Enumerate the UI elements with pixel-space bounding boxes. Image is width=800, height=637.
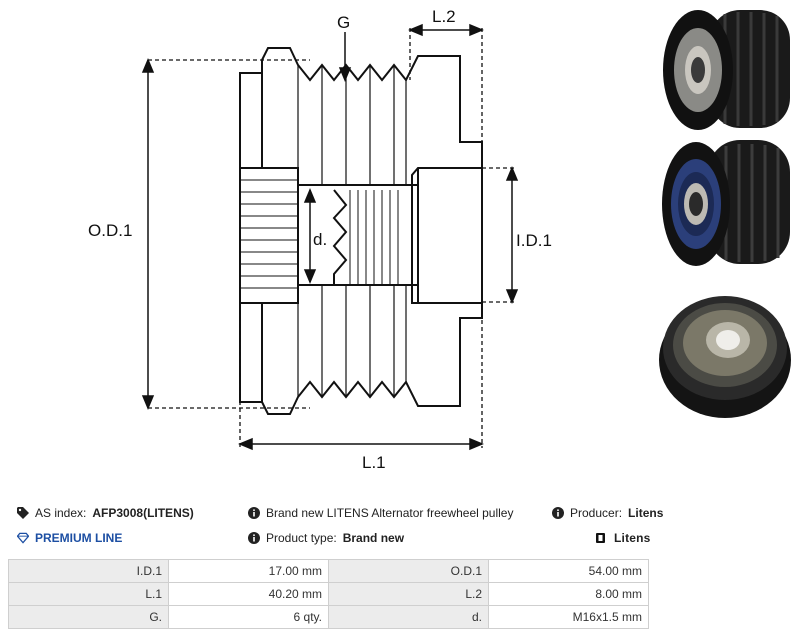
producer-row: Producer: Litens	[552, 506, 663, 520]
brand-logo-text: Litens	[614, 531, 651, 545]
as-index-label: AS index:	[35, 506, 87, 520]
info-icon	[552, 507, 564, 519]
table-row: L.1 40.20 mm L.2 8.00 mm	[8, 582, 649, 606]
label-l1: L.1	[362, 453, 386, 472]
label-g: G	[337, 13, 350, 32]
tag-icon	[17, 507, 29, 519]
label-l2: L.2	[432, 7, 456, 26]
diamond-icon	[17, 532, 29, 544]
spec-label: L.2	[328, 582, 489, 606]
litens-logo: Litens	[596, 531, 651, 545]
spec-value: 6 qty.	[168, 605, 329, 629]
spec-value: 40.20 mm	[168, 582, 329, 606]
info-icon	[248, 507, 260, 519]
product-type-value: Brand new	[342, 531, 405, 545]
product-type-label: Product type:	[266, 531, 337, 545]
technical-drawing: G L.2 O.D.1 d. I.D.1 L.1	[88, 7, 552, 472]
product-description: Brand new LITENS Alternator freewheel pu…	[266, 506, 514, 520]
spec-label: O.D.1	[328, 559, 489, 583]
table-row: I.D.1 17.00 mm O.D.1 54.00 mm	[8, 559, 649, 583]
pulley-photo-front	[663, 10, 790, 130]
spec-label: L.1	[8, 582, 169, 606]
spec-value: M16x1.5 mm	[488, 605, 649, 629]
spec-value: 8.00 mm	[488, 582, 649, 606]
info-icon	[248, 532, 260, 544]
label-d: d.	[313, 230, 327, 249]
table-row: G. 6 qty. d. M16x1.5 mm	[8, 605, 649, 629]
pulley-photo-face	[659, 296, 791, 418]
label-od1: O.D.1	[88, 221, 132, 240]
litens-mark-icon	[596, 532, 608, 544]
as-index-row: AS index: AFP3008(LITENS)	[17, 506, 194, 520]
description-row: Brand new LITENS Alternator freewheel pu…	[248, 506, 513, 520]
spec-value: 17.00 mm	[168, 559, 329, 583]
specs-table: I.D.1 17.00 mm O.D.1 54.00 mm L.1 40.20 …	[8, 559, 649, 629]
premium-line-row: PREMIUM LINE	[17, 531, 122, 545]
producer-value: Litens	[628, 506, 664, 520]
label-id1: I.D.1	[516, 231, 552, 250]
premium-line-label: PREMIUM LINE	[35, 531, 123, 545]
spec-label: G.	[8, 605, 169, 629]
as-index-value: AFP3008(LITENS)	[92, 506, 194, 520]
spec-label: d.	[328, 605, 489, 629]
pulley-photo-rear	[662, 140, 790, 266]
producer-label: Producer:	[570, 506, 623, 520]
spec-value: 54.00 mm	[488, 559, 649, 583]
spec-label: I.D.1	[8, 559, 169, 583]
product-type-row: Product type: Brand new	[248, 531, 404, 545]
product-photos	[659, 10, 791, 418]
